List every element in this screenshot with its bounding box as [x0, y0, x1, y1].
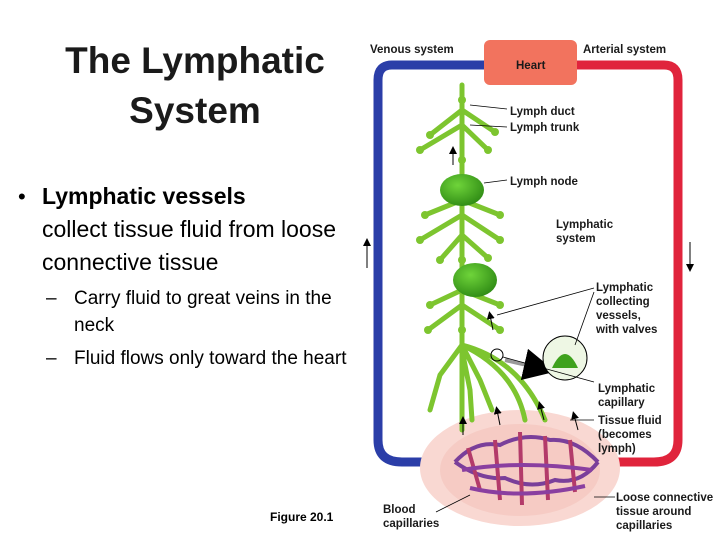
- title-line-1: The Lymphatic: [65, 40, 325, 81]
- valve-spot: [490, 348, 504, 362]
- figure-caption: Figure 20.1: [270, 510, 334, 524]
- lymph-node-label: Lymph node: [510, 176, 578, 188]
- tissue-fluid-label-1: Tissue fluid: [598, 415, 662, 427]
- lymph-valve-bulbs: [416, 96, 504, 334]
- slide-title: The Lymphatic System: [30, 36, 360, 136]
- venous-system-label: Venous system: [370, 44, 454, 56]
- collecting-label-2: collecting: [596, 296, 650, 308]
- lymphatic-system-label-2: system: [556, 233, 596, 245]
- collecting-label-3: vessels,: [596, 310, 641, 322]
- lymph-duct-label: Lymph duct: [510, 106, 575, 118]
- loose-tissue-label-3: capillaries: [616, 520, 672, 532]
- flow-arrows: [363, 146, 694, 435]
- sub-bullet-2-text: Fluid flows only toward the heart: [74, 348, 347, 369]
- lymph-trunk-label: Lymph trunk: [510, 122, 580, 134]
- collecting-label-4: with valves: [595, 324, 657, 336]
- bullet-main-text: collect tissue fluid from loose connecti…: [42, 216, 337, 275]
- heart-label: Heart: [516, 60, 546, 72]
- sub-bullet-dash: –: [46, 288, 57, 309]
- blood-capillaries: [453, 431, 600, 506]
- bullet-list: • Lymphatic vessels collect tissue fluid…: [12, 180, 352, 372]
- venous-vessel: [373, 60, 490, 467]
- lymphatic-vessels: [417, 82, 548, 433]
- tissue-fluid-label-3: lymph): [598, 443, 636, 455]
- sub-bullet-1-text: Carry fluid to great veins in the neck: [74, 288, 332, 336]
- title-line-2: System: [129, 90, 261, 131]
- arterial-system-label: Arterial system: [583, 44, 666, 56]
- leader-lines: [435, 104, 615, 513]
- heart-box: [484, 40, 577, 85]
- loose-tissue-label-1: Loose connective: [616, 492, 713, 504]
- lymph-node-upper: [440, 174, 484, 206]
- blood-capillaries-label-1: Blood: [383, 504, 416, 516]
- capillary-label-2: capillary: [598, 397, 645, 409]
- blood-capillaries-label-2: capillaries: [383, 518, 439, 530]
- loose-tissue-label-2: tissue around: [616, 506, 691, 518]
- tissue-fluid-label-2: (becomes: [598, 429, 652, 441]
- lymph-node-lower: [453, 263, 497, 297]
- arterial-vessel: [572, 60, 683, 467]
- sub-bullet-2: – Fluid flows only toward the heart: [12, 345, 352, 372]
- bullet-main: • Lymphatic vessels collect tissue fluid…: [12, 180, 352, 279]
- capillary-label-1: Lymphatic: [598, 383, 656, 395]
- lymphatic-system-label-1: Lymphatic: [556, 219, 614, 231]
- sub-bullet-1: – Carry fluid to great veins in the neck: [12, 285, 352, 339]
- collecting-label-1: Lymphatic: [596, 282, 654, 294]
- sub-bullet-dash: –: [46, 348, 57, 369]
- bullet-main-bold: Lymphatic vessels: [42, 183, 246, 209]
- bullet-dot: •: [18, 184, 26, 209]
